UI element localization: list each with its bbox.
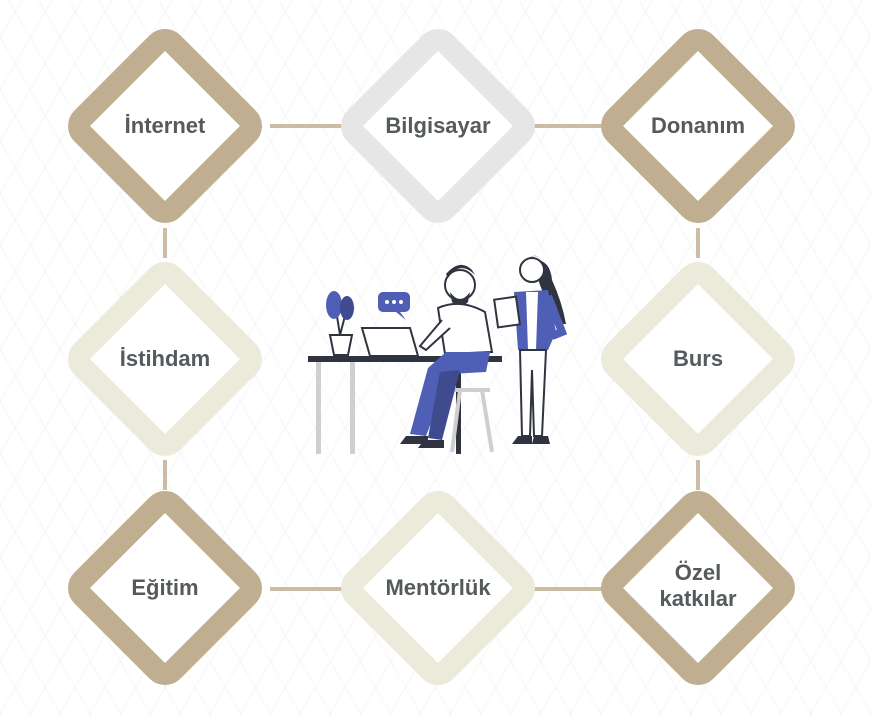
node-label-ozel: Özel katkılar xyxy=(623,560,773,612)
node-label-donanim: Donanım xyxy=(650,113,746,138)
connector-bilgisayar-donanim xyxy=(530,124,605,128)
node-label-internet: İnternet xyxy=(124,113,206,138)
node-label-mentorluk: Mentörlük xyxy=(385,575,491,600)
plant-icon xyxy=(326,291,354,356)
node-label-ozel-line1: Özel xyxy=(674,560,722,585)
connector-internet-istihdam xyxy=(163,228,167,258)
standing-woman-figure xyxy=(493,255,568,444)
connector-donanim-burs xyxy=(696,228,700,258)
node-label-burs: Burs xyxy=(672,346,724,371)
connector-internet-bilgisayar xyxy=(270,124,345,128)
people-working-at-desk-icon xyxy=(308,255,568,454)
desk-icon xyxy=(308,356,502,362)
speech-bubble-icon xyxy=(378,292,410,320)
laptop-icon xyxy=(360,327,420,357)
seated-man-figure xyxy=(400,264,494,448)
connector-mentorluk-ozel xyxy=(530,587,605,591)
node-label-bilgisayar: Bilgisayar xyxy=(385,113,491,138)
connector-burs-ozel xyxy=(696,460,700,490)
node-label-istihdam: İstihdam xyxy=(119,346,211,371)
connector-egitim-mentorluk xyxy=(270,587,345,591)
connector-istihdam-egitim xyxy=(163,460,167,490)
node-label-egitim: Eğitim xyxy=(131,575,199,600)
node-label-ozel-line2: katkılar xyxy=(659,586,737,611)
